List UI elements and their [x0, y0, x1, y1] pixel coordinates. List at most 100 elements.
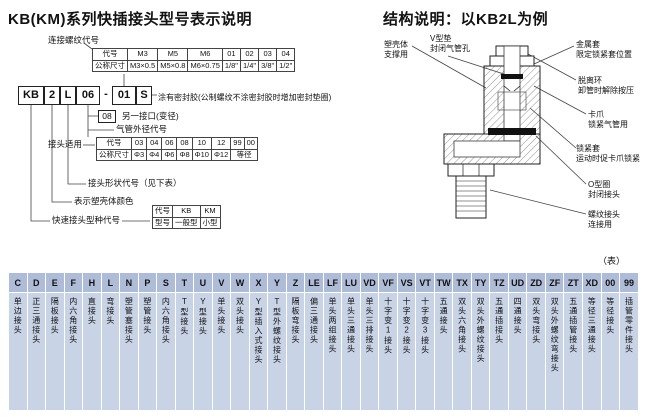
shape-desc-ZT: 五通插管接头 — [563, 292, 583, 411]
shape-code-D: D — [26, 272, 47, 293]
callout-line-v-seal — [447, 55, 511, 77]
elbow-body-shape — [443, 133, 541, 165]
shape-desc-VF: 十字变1接头 — [378, 292, 398, 411]
shape-code-VD: VD — [359, 272, 380, 293]
part-function: 运动时促卡爪锁紧 — [576, 154, 640, 164]
v-seal-shape — [501, 74, 523, 79]
shape-code-LU: LU — [341, 272, 361, 293]
shape-desc-LU: 单头三通接头 — [341, 292, 361, 411]
thread-table-cell-0-2: M5 — [157, 48, 189, 61]
shape-desc-text-ZT: 五通插管接头 — [568, 297, 578, 354]
thread-table-cell-1-6: 3/8" — [258, 59, 278, 73]
part-label-claw: 卡爪 锁紧气管用 — [588, 110, 628, 131]
shape-desc-text-ZD: 双头弯接头 — [531, 297, 541, 345]
shape-desc-V: 单头接头 — [211, 292, 232, 411]
tube-table-cell-1-3: Φ6 — [161, 148, 178, 162]
shape-desc-X: Y型插入式接头 — [248, 292, 269, 411]
tube-od-label: 气管外径代号 — [116, 124, 168, 134]
hex-flats — [462, 164, 480, 176]
part-function: 支撑用 — [384, 50, 408, 60]
part-function: 封闭气管孔 — [430, 44, 470, 54]
shape-desc-99: 插管零件接头 — [619, 292, 639, 411]
shape-code-label: 接头形状代号（见下表） — [88, 178, 182, 188]
shape-code-U: U — [193, 272, 213, 293]
part-label-metal-sleeve: 金属套 限定锁紧套位置 — [576, 40, 632, 61]
part-name: 锁紧套 — [576, 144, 600, 153]
alt-port-label: 另一接口(变径) — [122, 111, 179, 121]
tube-table-cell-1-5: Φ10 — [191, 148, 212, 162]
series-table-cell-1-0: 型号 — [152, 216, 173, 230]
shape-desc-text-F: 内六角接头 — [68, 297, 78, 345]
callout-line — [30, 105, 50, 222]
shape-code-T: T — [174, 272, 195, 293]
tube-table-cell-1-1: Φ3 — [130, 148, 148, 162]
callout-line-lock-sleeve — [529, 107, 577, 149]
shape-desc-LE: 偏三通接头 — [304, 292, 324, 411]
thread-table-cell-1-4: 1/8" — [221, 59, 241, 73]
model-segment-sealant: S — [136, 86, 152, 105]
thread-table-cell-1-5: 1/4" — [239, 59, 260, 73]
tube-table-cell-1-7: 等径 — [230, 148, 258, 162]
threaded-stem-shape — [455, 175, 487, 219]
shape-desc-C: 单边接头 — [8, 292, 28, 411]
tube-table-cell-0-1: 03 — [130, 137, 148, 150]
shape-desc-text-D: 正三通接头 — [31, 297, 41, 345]
shape-desc-text-P: 塑管接头 — [142, 297, 152, 335]
alt-port-code-box: 08 — [98, 110, 116, 123]
part-name: 螺纹接头 — [588, 210, 620, 219]
thread-table-cell-1-1: M3×0.5 — [126, 59, 159, 73]
shape-desc-D: 正三通接头 — [26, 292, 47, 411]
tube-table-cell-1-4: Φ8 — [176, 148, 193, 162]
part-name: 塑壳体 — [384, 40, 408, 49]
part-label-lock-sleeve: 锁紧套 运动时促卡爪锁紧 — [576, 144, 640, 165]
thread-table-cell-0-0: 代号 — [92, 48, 128, 61]
shape-desc-text-UD: 四通接头 — [513, 297, 523, 335]
shape-code-XD: XD — [581, 272, 602, 293]
structure-callout-lines — [411, 45, 587, 215]
shape-desc-LF: 单头两组接头 — [322, 292, 343, 411]
shape-desc-TY: 双头外螺纹接头 — [470, 292, 491, 411]
shape-code-F: F — [63, 272, 84, 293]
shape-desc-text-Z: 隔板弯接头 — [290, 297, 300, 345]
shape-code-L: L — [100, 272, 121, 293]
shape-desc-text-T: T型接头 — [179, 297, 189, 336]
shape-desc-text-TX: 双头六角接头 — [457, 297, 467, 354]
shape-desc-TW: 五通接头 — [433, 292, 454, 411]
shape-code-W: W — [230, 272, 250, 293]
shape-desc-L: 弯接头 — [100, 292, 121, 411]
shape-code-ZT: ZT — [563, 272, 583, 293]
shape-code-VT: VT — [415, 272, 435, 293]
model-segment-thread: 01 — [112, 86, 136, 105]
metal-sleeve-shape — [489, 55, 535, 67]
thread-table-cell-1-7: 1/2" — [276, 59, 296, 73]
shape-code-Y: Y — [267, 272, 287, 293]
shape-desc-TX: 双头六角接头 — [452, 292, 472, 411]
shape-desc-H: 直接头 — [82, 292, 102, 411]
shape-desc-text-VS: 十字变2接头 — [402, 297, 412, 355]
model-code-section-title: KB(KM)系列快插接头型号表示说明 — [8, 11, 252, 28]
shape-desc-00: 等径接头 — [600, 292, 621, 411]
series-table-cell-0-1: KB — [172, 205, 201, 218]
elbow-fitting-drawing — [443, 45, 541, 219]
thread-table-cell-0-3: M6 — [187, 48, 223, 61]
shape-desc-text-X: Y型插入式接头 — [253, 297, 263, 365]
tube-table-cell-1-0: 公称尺寸 — [96, 148, 132, 162]
shape-desc-Z: 隔板弯接头 — [285, 292, 306, 411]
table-reference-note: （表） — [598, 256, 626, 266]
shape-code-VS: VS — [396, 272, 417, 293]
shape-desc-text-VT: 十字变3接头 — [420, 297, 430, 355]
shape-desc-ZF: 双头外螺纹弯接头 — [544, 292, 565, 411]
release-ring-shape — [495, 45, 529, 57]
shape-desc-text-N: 塑管塞接头 — [124, 297, 134, 345]
claw-shape — [503, 85, 521, 92]
thread-table-cell-0-7: 04 — [276, 48, 296, 61]
shape-desc-Y: T型外螺纹接头 — [267, 292, 287, 411]
shape-desc-ZD: 双头弯接头 — [526, 292, 546, 411]
tube-table-cell-1-6: Φ12 — [210, 148, 232, 162]
part-label-plastic-body: 塑壳体 支撑用 — [384, 40, 408, 61]
